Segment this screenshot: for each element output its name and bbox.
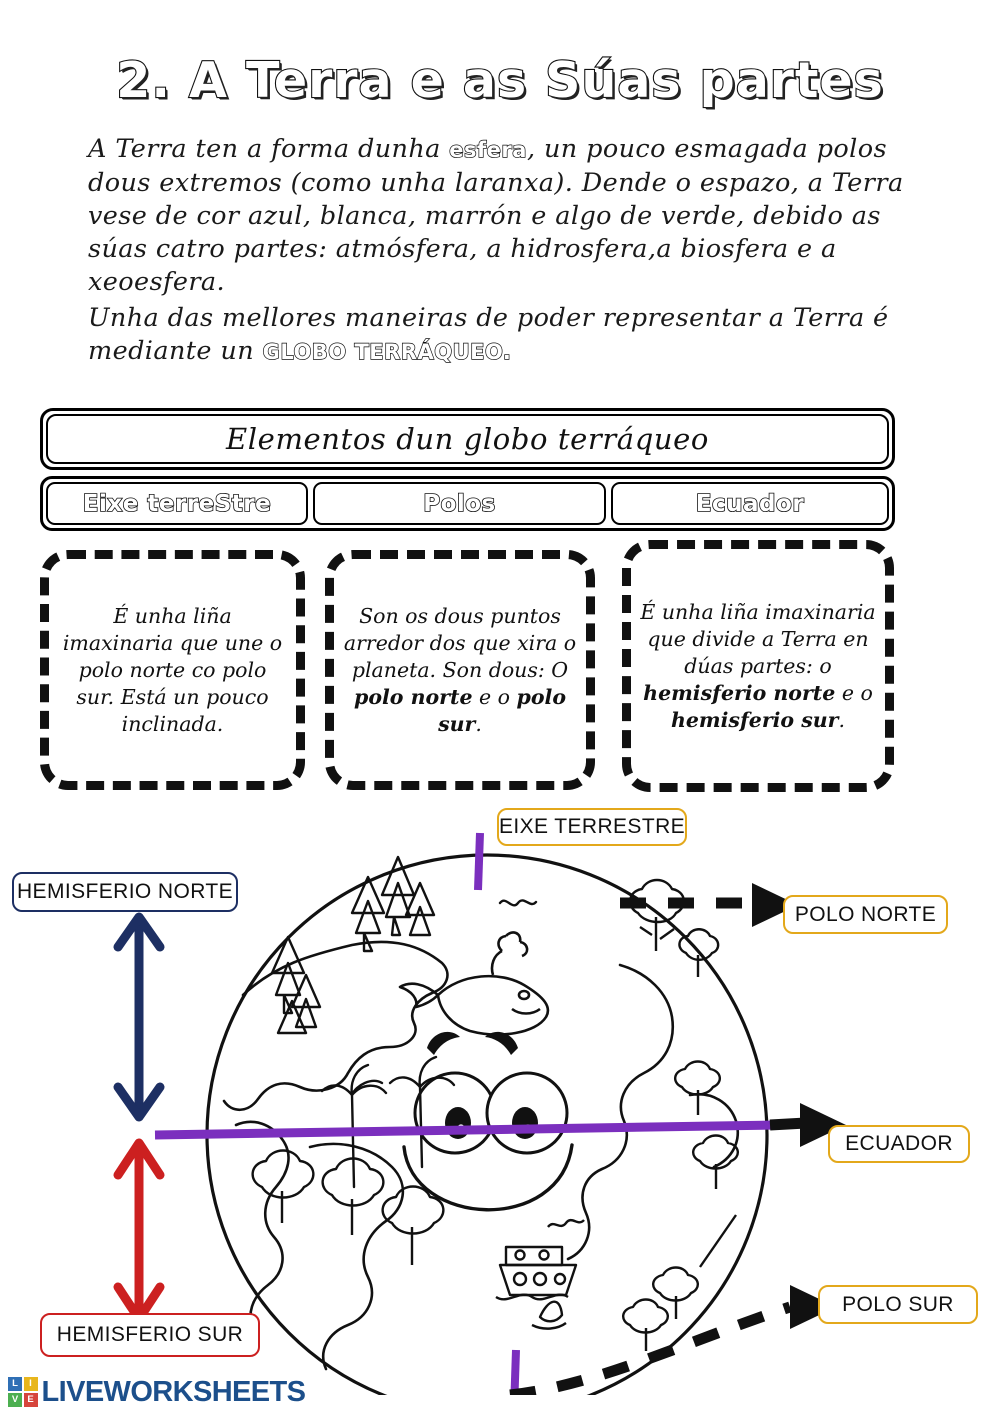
keyword-esfera: esfera <box>449 137 528 162</box>
column-header-label: Ecuador <box>695 490 805 518</box>
description-text-bold-1: polo norte <box>354 684 473 709</box>
label-text: HEMISFERIO SUR <box>56 1323 244 1346</box>
intro-paragraph-1: A Terra ten a forma dunha esfera, un pou… <box>88 133 948 299</box>
logo-letter-i: I <box>23 1377 38 1392</box>
intro-text-1b: , un pouco esmagada polos dous extremos … <box>88 134 904 297</box>
column-header-polos: Polos <box>313 482 606 525</box>
label-text: EIXE TERRESTRE <box>498 815 686 838</box>
liveworksheets-brand-text: LIVEWORKSHEETS <box>41 1375 307 1408</box>
equator-line <box>154 1120 779 1140</box>
arrow-hemisferio-norte <box>113 912 165 1122</box>
description-text-mid: e o <box>472 684 517 709</box>
logo-letter-e: E <box>23 1392 38 1407</box>
label-hemisferio-sur[interactable]: HEMISFERIO SUR <box>40 1313 260 1357</box>
pointer-polo-sur <box>509 1285 836 1395</box>
globe-diagram: EIXE TERRESTRE POLO NORTE ECUADOR POLO S… <box>0 795 1000 1395</box>
label-text: ECUADOR <box>845 1132 953 1155</box>
label-eixe-terrestre[interactable]: EIXE TERRESTRE <box>497 808 687 846</box>
page-title: 2. A Terra e as Súas partes <box>115 51 884 110</box>
intro-paragraph-2: Unha das mellores maneiras de poder repr… <box>88 302 948 369</box>
description-text: É unha liña imaxinaria que divide a Terr… <box>639 599 877 734</box>
axis-tick-south <box>510 1349 520 1395</box>
description-text-part-2: . <box>838 707 845 732</box>
column-header-label: Eixe terreStre <box>82 490 272 518</box>
label-text: POLO NORTE <box>794 902 937 926</box>
label-polo-sur[interactable]: POLO SUR <box>818 1285 978 1324</box>
elements-table-title-box: Elementos dun globo terráqueo <box>40 408 895 470</box>
description-box-eixe-terrestre: É unha liña imaxinaria que une o polo no… <box>40 550 305 790</box>
description-text-bold-2: hemisferio sur <box>670 707 839 732</box>
description-text-part-1: Son os dous puntos arredor dos que xira … <box>343 603 577 682</box>
label-text: HEMISFERIO NORTE <box>16 880 234 903</box>
label-polo-norte[interactable]: POLO NORTE <box>783 895 948 934</box>
description-text: Son os dous puntos arredor dos que xira … <box>342 603 578 738</box>
pointer-ecuador <box>769 1103 846 1147</box>
description-text-part-2: . <box>475 711 482 736</box>
elements-table-header-row: Eixe terreStre Polos Ecuador <box>40 476 895 531</box>
label-text: POLO SUR <box>842 1292 954 1316</box>
column-header-ecuador: Ecuador <box>611 482 889 525</box>
axis-tick-north <box>474 832 484 891</box>
keyword-globo-terraqueo: GLOBO TERRÁQUEO. <box>262 339 512 364</box>
description-box-polos: Son os dous puntos arredor dos que xira … <box>325 550 595 790</box>
description-text: É unha liña imaxinaria que une o polo no… <box>62 603 283 736</box>
description-text-part-1: É unha liña imaxinaria que divide a Terr… <box>640 599 876 678</box>
elements-table-title-inner: Elementos dun globo terráqueo <box>46 414 889 464</box>
intro-text-2a: Unha das mellores maneiras de poder repr… <box>88 303 889 366</box>
elements-table-title: Elementos dun globo terráqueo <box>226 422 709 456</box>
column-header-label: Polos <box>422 490 496 518</box>
intro-text-1a: A Terra ten a forma dunha <box>88 134 450 164</box>
logo-letter-v: V <box>8 1392 22 1407</box>
pointer-polo-norte <box>620 883 798 927</box>
description-box-ecuador: É unha liña imaxinaria que divide a Terr… <box>622 540 894 792</box>
label-hemisferio-norte[interactable]: HEMISFERIO NORTE <box>12 872 238 912</box>
description-text-mid: e o <box>835 680 873 705</box>
logo-letter-l: L <box>8 1377 22 1392</box>
column-header-eixe-terrestre: Eixe terreStre <box>46 482 308 525</box>
arrow-hemisferio-sur <box>113 1138 165 1324</box>
label-ecuador[interactable]: ECUADOR <box>828 1125 970 1163</box>
description-text-bold-2: polo sur <box>438 684 566 736</box>
description-text-bold-1: hemisferio norte <box>643 680 836 705</box>
globe-diagram-graphics <box>113 832 846 1395</box>
